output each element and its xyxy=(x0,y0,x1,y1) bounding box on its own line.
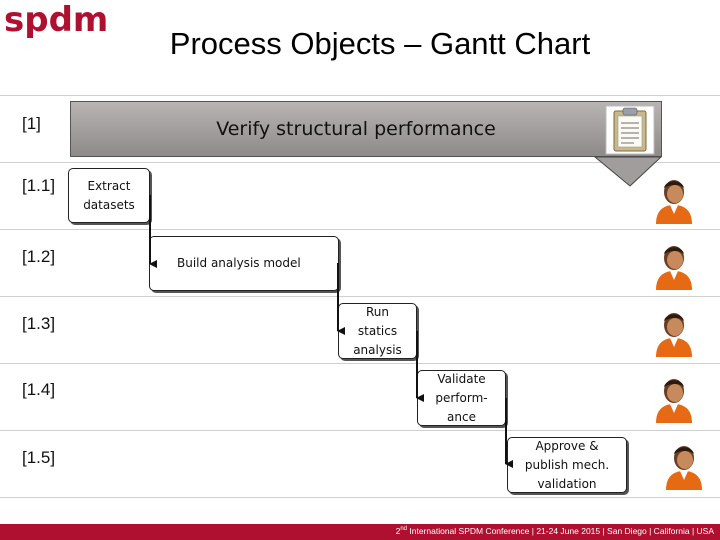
task-label-1-4: Validate perform- ance xyxy=(435,371,488,424)
row-label-1: [1] xyxy=(22,114,41,133)
row-divider xyxy=(0,296,720,297)
row-divider xyxy=(0,363,720,364)
person-icon xyxy=(656,180,692,224)
row-label-1-3: [1.3] xyxy=(22,314,56,333)
row-divider xyxy=(0,497,720,498)
row-label-1-4: [1.4] xyxy=(22,380,56,399)
row-label-1-1: [1.1] xyxy=(22,176,56,195)
task-label-1-5: Approve & publish mech. validation xyxy=(524,438,610,491)
footer-text: 2nd International SPDM Conference | 21-2… xyxy=(395,526,714,536)
row-divider xyxy=(0,95,720,96)
row-divider xyxy=(0,229,720,230)
task-bar-1-2[interactable]: Build analysis model xyxy=(149,236,339,291)
clipboard-icon xyxy=(605,105,655,155)
task-bar-1-5[interactable]: Approve & publish mech. validation xyxy=(507,437,627,493)
task-bar-1-3[interactable]: Run statics analysis xyxy=(338,303,417,359)
task-label-1-1: Extract datasets xyxy=(83,178,135,212)
person-icon xyxy=(656,379,692,423)
logo-text: spdm xyxy=(4,0,108,40)
row-label-1-5: [1.5] xyxy=(22,448,56,467)
footer-bar: 2nd International SPDM Conference | 21-2… xyxy=(0,524,720,540)
task-label-1-3: Run statics analysis xyxy=(353,304,402,357)
page-title: Process Objects – Gantt Chart xyxy=(169,26,591,61)
task-label-1-2: Build analysis model xyxy=(177,256,301,270)
summary-task-bar[interactable]: Verify structural performance xyxy=(70,101,662,157)
summary-task-label: Verify structural performance xyxy=(216,118,496,140)
person-icon xyxy=(656,246,692,290)
row-label-1-2: [1.2] xyxy=(22,247,56,266)
row-divider xyxy=(0,430,720,431)
person-icon xyxy=(656,313,692,357)
task-bar-1-4[interactable]: Validate perform- ance xyxy=(417,370,506,426)
person-icon xyxy=(666,446,702,490)
task-bar-1-1[interactable]: Extract datasets xyxy=(68,168,150,223)
spdm-logo: spdm xyxy=(4,0,108,40)
row-divider xyxy=(0,162,720,163)
